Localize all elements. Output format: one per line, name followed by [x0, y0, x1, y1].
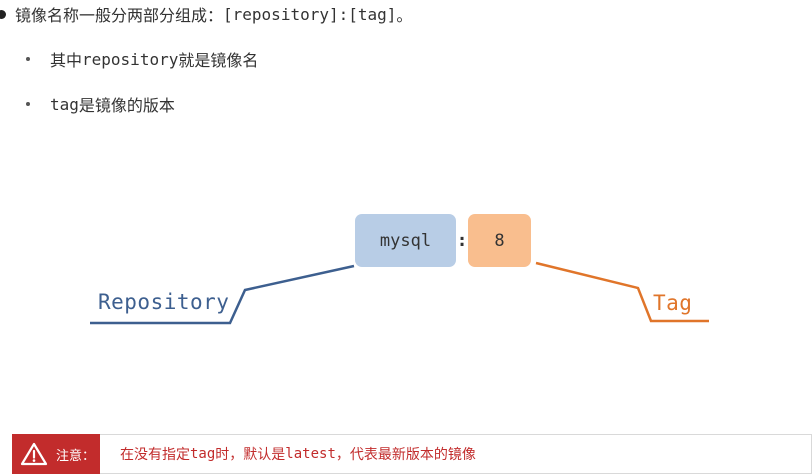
- sub-bullet-dot: [26, 57, 30, 61]
- sub-item-repository: 其中 repository 就是镜像名: [22, 48, 258, 70]
- sub-item-text: 就是镜像名: [178, 51, 259, 70]
- notice-title: 注意：: [56, 448, 96, 464]
- main-bullet-period: 。: [396, 6, 413, 25]
- tag-label: Tag: [653, 291, 693, 315]
- tag-box: 8: [468, 214, 531, 267]
- sub-item-code: repository: [82, 49, 179, 69]
- notice-box: 注意： 在没有指定 tag 时，默认是 latest ，代表最新版本的镜像: [12, 434, 812, 474]
- sub-bullet-dot: [26, 102, 30, 106]
- separator-colon: :: [456, 230, 468, 251]
- main-bullet-item: 镜像名称一般分两部分组成： [repository]:[tag] 。: [0, 2, 412, 26]
- notice-text-after: ，代表最新版本的镜像: [335, 447, 476, 463]
- warning-triangle-icon: [20, 442, 48, 466]
- main-bullet-code: [repository]:[tag]: [223, 4, 397, 24]
- notice-text: 在没有指定 tag 时，默认是 latest ，代表最新版本的镜像: [120, 435, 476, 473]
- notice-text-middle: 时，默认是: [215, 447, 286, 463]
- repository-connector-line: [90, 264, 355, 325]
- notice-code-tag: tag: [190, 446, 216, 462]
- bullet-dot: [0, 9, 6, 19]
- repository-box: mysql: [355, 214, 456, 267]
- sub-item-text: 是镜像的版本: [78, 96, 175, 115]
- notice-code-latest: latest: [285, 446, 336, 462]
- main-bullet-text: 镜像名称一般分两部分组成：: [15, 6, 224, 25]
- repository-label: Repository: [98, 290, 230, 314]
- notice-text-before: 在没有指定: [120, 447, 190, 463]
- tag-connector-line: [535, 261, 709, 323]
- sub-item-code: tag: [50, 94, 79, 114]
- notice-header: 注意：: [12, 434, 100, 474]
- sub-item-tag: tag 是镜像的版本: [22, 93, 175, 115]
- sub-item-prefix: 其中: [50, 51, 83, 70]
